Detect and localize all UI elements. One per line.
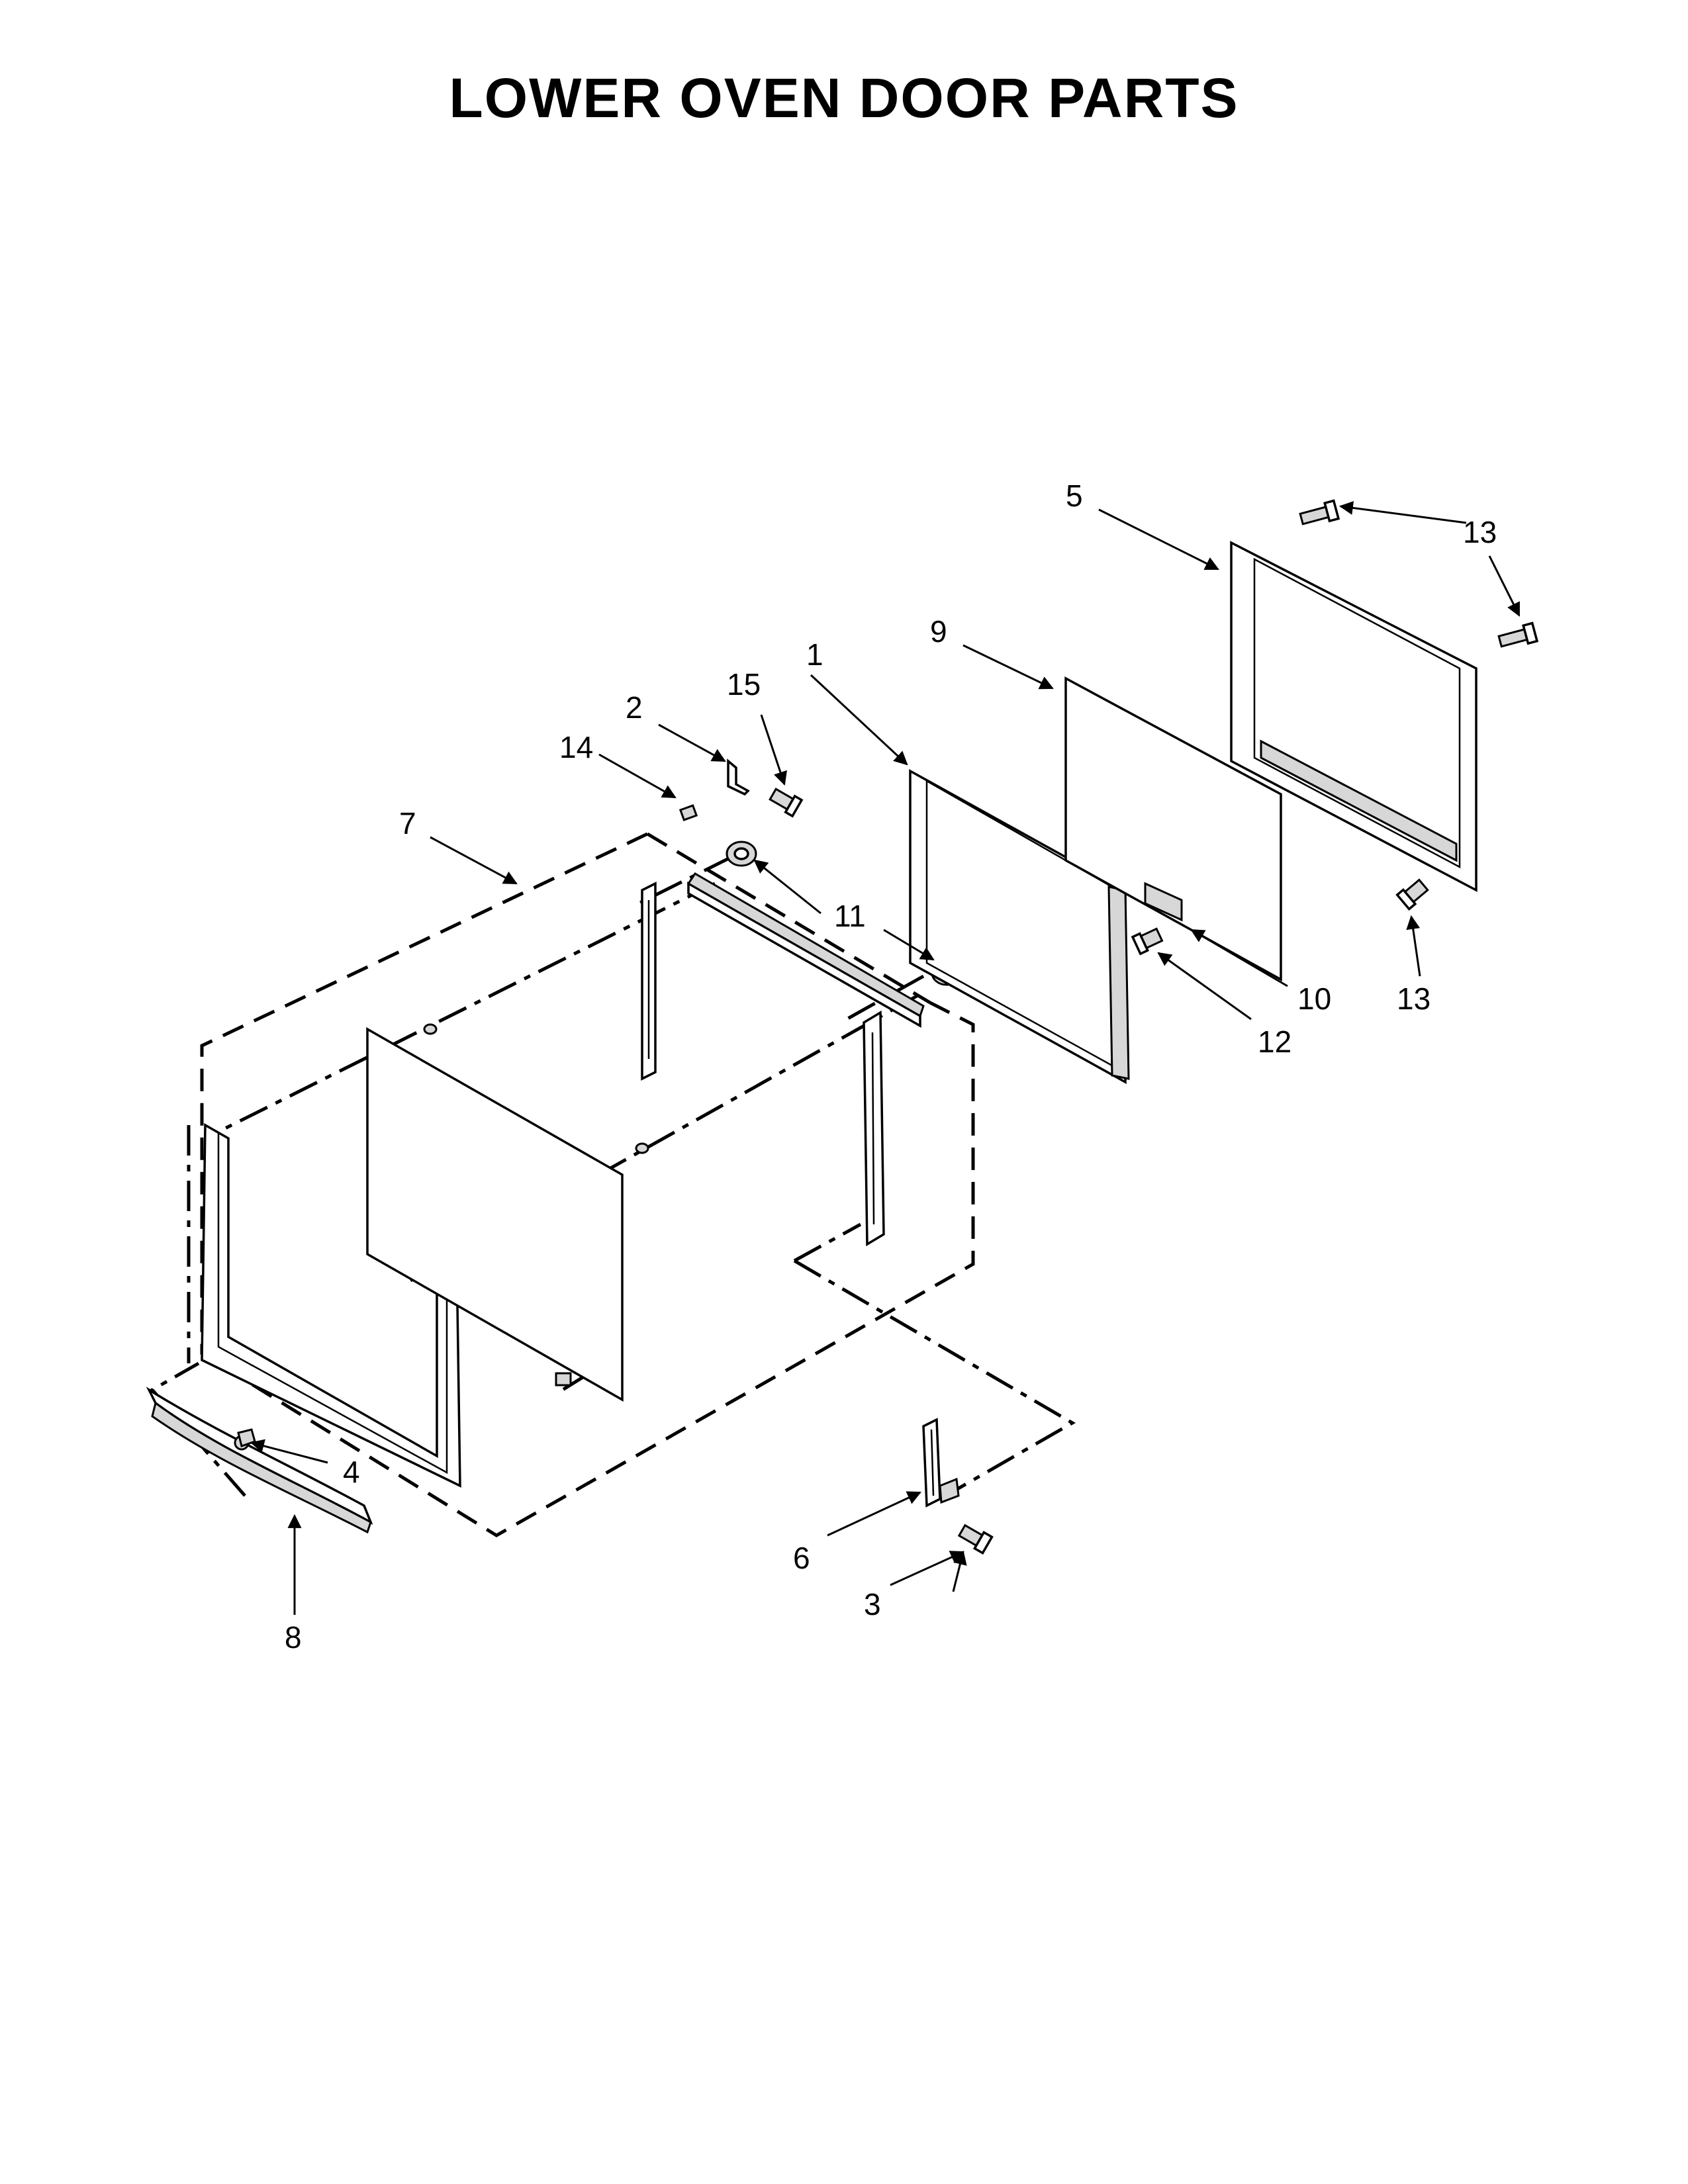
callout-13-bottom: 13 [1397,981,1430,1016]
part-inner-glass [366,1026,624,1402]
callout-1: 1 [806,637,823,672]
callout-15: 15 [727,667,761,702]
door-assembly-dashed-outline [200,832,975,1537]
part-small-hardware-top [679,758,804,821]
callout-8: 8 [285,1620,302,1655]
page-title: LOWER OVEN DOOR PARTS [449,67,1239,129]
callout-11: 11 [834,899,866,933]
callout-14: 14 [559,730,593,764]
part-inner-frame [909,769,1130,1084]
callout-6: 6 [793,1541,810,1575]
callout-2: 2 [626,690,643,725]
leader-lines [250,501,1521,1615]
callout-5: 5 [1066,478,1083,513]
callout-3: 3 [864,1587,881,1621]
callout-labels: 1 2 3 4 5 6 7 8 9 10 11 12 13 13 14 15 [285,478,1497,1655]
part-rear-frame [1230,541,1477,892]
part-screws-13 [1299,499,1539,911]
alignment-lines [150,855,1076,1501]
callout-4: 4 [343,1455,360,1489]
callout-12: 12 [1258,1024,1291,1059]
part-bracket-screw [1131,882,1183,956]
part-door-liner-brackets [423,872,925,1247]
callout-9: 9 [930,614,947,649]
callout-7: 7 [399,806,416,841]
callout-13-top: 13 [1463,515,1497,549]
callout-10: 10 [1297,981,1331,1016]
part-hinge [922,1418,994,1555]
part-glass-sheet [1064,676,1282,981]
